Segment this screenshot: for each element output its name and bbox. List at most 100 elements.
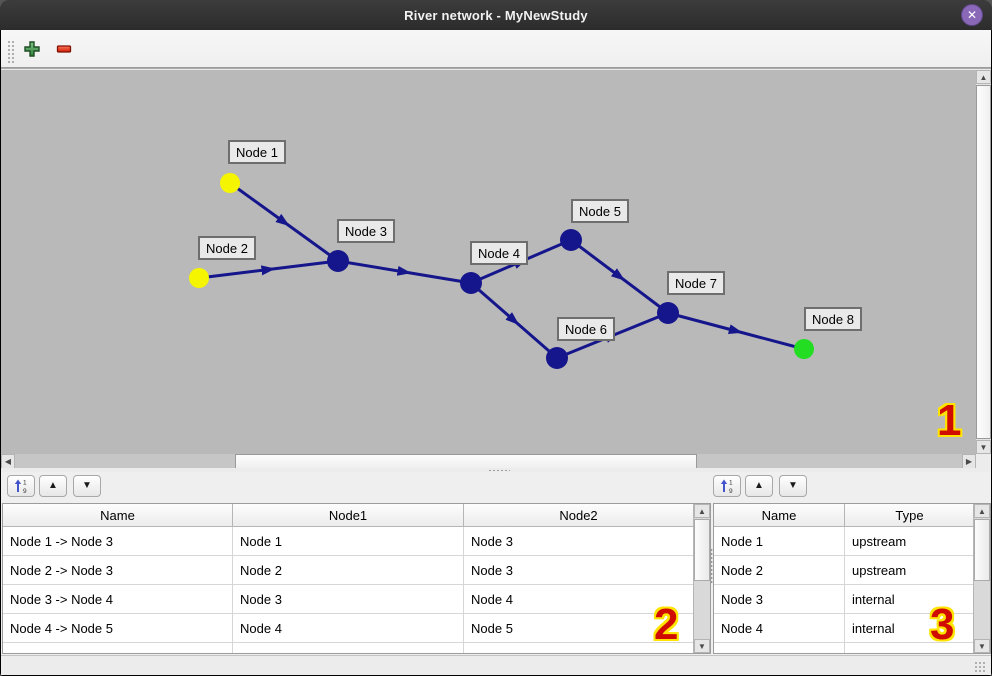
- cell[interactable]: Node 4: [714, 614, 845, 643]
- node-label: Node 1: [228, 140, 286, 164]
- node-label: Node 5: [571, 199, 629, 223]
- cell[interactable]: Node 4: [233, 614, 464, 643]
- node-label: Node 7: [667, 271, 725, 295]
- hscroll-thumb[interactable]: [235, 454, 697, 469]
- links-table-row[interactable]: Node 2 -> Node 3Node 2Node 3: [3, 556, 710, 585]
- close-button[interactable]: ✕: [961, 4, 983, 26]
- cell[interactable]: upstream: [845, 527, 975, 556]
- scrollbar-corner: [976, 454, 991, 469]
- up-triangle-icon: ▲: [48, 481, 58, 491]
- column-header[interactable]: Node1: [233, 504, 464, 527]
- links-table-row[interactable]: Node 4 -> Node 5Node 4Node 5: [3, 614, 710, 643]
- cell[interactable]: [845, 643, 975, 654]
- node-label: Node 8: [804, 307, 862, 331]
- remove-node-button[interactable]: [53, 38, 75, 60]
- vscroll-thumb[interactable]: [976, 85, 991, 439]
- scroll-left-icon[interactable]: ◀: [1, 454, 15, 469]
- cell[interactable]: [3, 643, 233, 654]
- scroll-up-icon[interactable]: ▲: [976, 70, 991, 84]
- river-node[interactable]: [327, 250, 349, 272]
- cell[interactable]: Node 2 -> Node 3: [3, 556, 233, 585]
- nodes-scroll-thumb[interactable]: [974, 519, 990, 581]
- sort-ascending-icon: 1 9: [13, 478, 29, 494]
- scroll-up-icon[interactable]: ▲: [974, 504, 990, 518]
- cell[interactable]: internal: [845, 614, 975, 643]
- cell[interactable]: [714, 643, 845, 654]
- cell[interactable]: Node 5: [464, 614, 694, 643]
- river-link[interactable]: [471, 283, 557, 358]
- cell[interactable]: Node 2: [233, 556, 464, 585]
- cell[interactable]: Node 3: [464, 556, 694, 585]
- column-header[interactable]: Name: [714, 504, 845, 527]
- scroll-up-icon[interactable]: ▲: [694, 504, 710, 518]
- nodes-move-up-button[interactable]: ▲: [745, 475, 773, 497]
- links-table: NameNode1Node2 Node 1 -> Node 3Node 1Nod…: [2, 503, 711, 654]
- cell[interactable]: [464, 643, 694, 654]
- nodes-move-down-button[interactable]: ▼: [779, 475, 807, 497]
- nodes-table-row[interactable]: Node 4internal: [714, 614, 990, 643]
- river-node[interactable]: [657, 302, 679, 324]
- links-move-up-button[interactable]: ▲: [39, 475, 67, 497]
- nodes-table-row[interactable]: Node 1upstream: [714, 527, 990, 556]
- nodes-table-row[interactable]: [714, 643, 990, 654]
- cell[interactable]: internal: [845, 585, 975, 614]
- nodes-table-body: Node 1upstreamNode 2upstreamNode 3intern…: [714, 527, 990, 654]
- river-node[interactable]: [546, 347, 568, 369]
- svg-text:1: 1: [23, 480, 27, 487]
- svg-text:1: 1: [729, 480, 733, 487]
- links-table-row[interactable]: [3, 643, 710, 654]
- river-network-canvas[interactable]: Node 1Node 2Node 3Node 4Node 5Node 6Node…: [1, 70, 976, 454]
- cell[interactable]: Node 4: [464, 585, 694, 614]
- canvas-horizontal-scrollbar[interactable]: ◀ ▶: [1, 454, 976, 469]
- links-sort-button[interactable]: 1 9: [7, 475, 35, 497]
- toolbar-drag-handle[interactable]: [7, 40, 14, 64]
- river-link[interactable]: [338, 261, 471, 283]
- river-node[interactable]: [794, 339, 814, 359]
- cell[interactable]: Node 3: [714, 585, 845, 614]
- title-bar[interactable]: River network - MyNewStudy ✕: [0, 0, 992, 30]
- river-node[interactable]: [460, 272, 482, 294]
- river-node[interactable]: [189, 268, 209, 288]
- tables-toolbar: 1 9 ▲ ▼ 1 9 ▲ ▼: [1, 472, 991, 501]
- node-label: Node 4: [470, 241, 528, 265]
- cell[interactable]: Node 1: [714, 527, 845, 556]
- nodes-table-scrollbar[interactable]: ▲ ▼: [973, 504, 990, 653]
- main-toolbar: [1, 30, 991, 68]
- cell[interactable]: Node 3: [464, 527, 694, 556]
- cell[interactable]: Node 1 -> Node 3: [3, 527, 233, 556]
- cell[interactable]: Node 3 -> Node 4: [3, 585, 233, 614]
- river-link[interactable]: [571, 240, 668, 313]
- cell[interactable]: Node 3: [233, 585, 464, 614]
- scroll-right-icon[interactable]: ▶: [962, 454, 976, 469]
- links-move-down-button[interactable]: ▼: [73, 475, 101, 497]
- river-link[interactable]: [668, 313, 804, 349]
- cell[interactable]: Node 4 -> Node 5: [3, 614, 233, 643]
- links-table-row[interactable]: Node 1 -> Node 3Node 1Node 3: [3, 527, 710, 556]
- links-table-row[interactable]: Node 3 -> Node 4Node 3Node 4: [3, 585, 710, 614]
- column-header[interactable]: Node2: [464, 504, 694, 527]
- scroll-down-icon[interactable]: ▼: [976, 440, 991, 454]
- cell[interactable]: Node 1: [233, 527, 464, 556]
- links-table-scrollbar[interactable]: ▲ ▼: [693, 504, 710, 653]
- nodes-table: NameType Node 1upstreamNode 2upstreamNod…: [713, 503, 991, 654]
- nodes-table-row[interactable]: Node 3internal: [714, 585, 990, 614]
- cell[interactable]: [233, 643, 464, 654]
- scroll-down-icon[interactable]: ▼: [974, 639, 990, 653]
- river-node[interactable]: [220, 173, 240, 193]
- add-node-button[interactable]: [21, 38, 43, 60]
- links-scroll-thumb[interactable]: [694, 519, 710, 581]
- scroll-down-icon[interactable]: ▼: [694, 639, 710, 653]
- nodes-sort-button[interactable]: 1 9: [713, 475, 741, 497]
- cell[interactable]: Node 2: [714, 556, 845, 585]
- resize-grip[interactable]: [974, 661, 987, 672]
- column-header[interactable]: Name: [3, 504, 233, 527]
- canvas-vertical-scrollbar[interactable]: ▲ ▼: [976, 70, 991, 454]
- river-node[interactable]: [560, 229, 582, 251]
- node-label: Node 3: [337, 219, 395, 243]
- nodes-table-row[interactable]: Node 2upstream: [714, 556, 990, 585]
- status-bar: [1, 655, 991, 675]
- sort-ascending-icon: 1 9: [719, 478, 735, 494]
- cell[interactable]: upstream: [845, 556, 975, 585]
- column-header[interactable]: Type: [845, 504, 975, 527]
- river-link[interactable]: [199, 261, 338, 278]
